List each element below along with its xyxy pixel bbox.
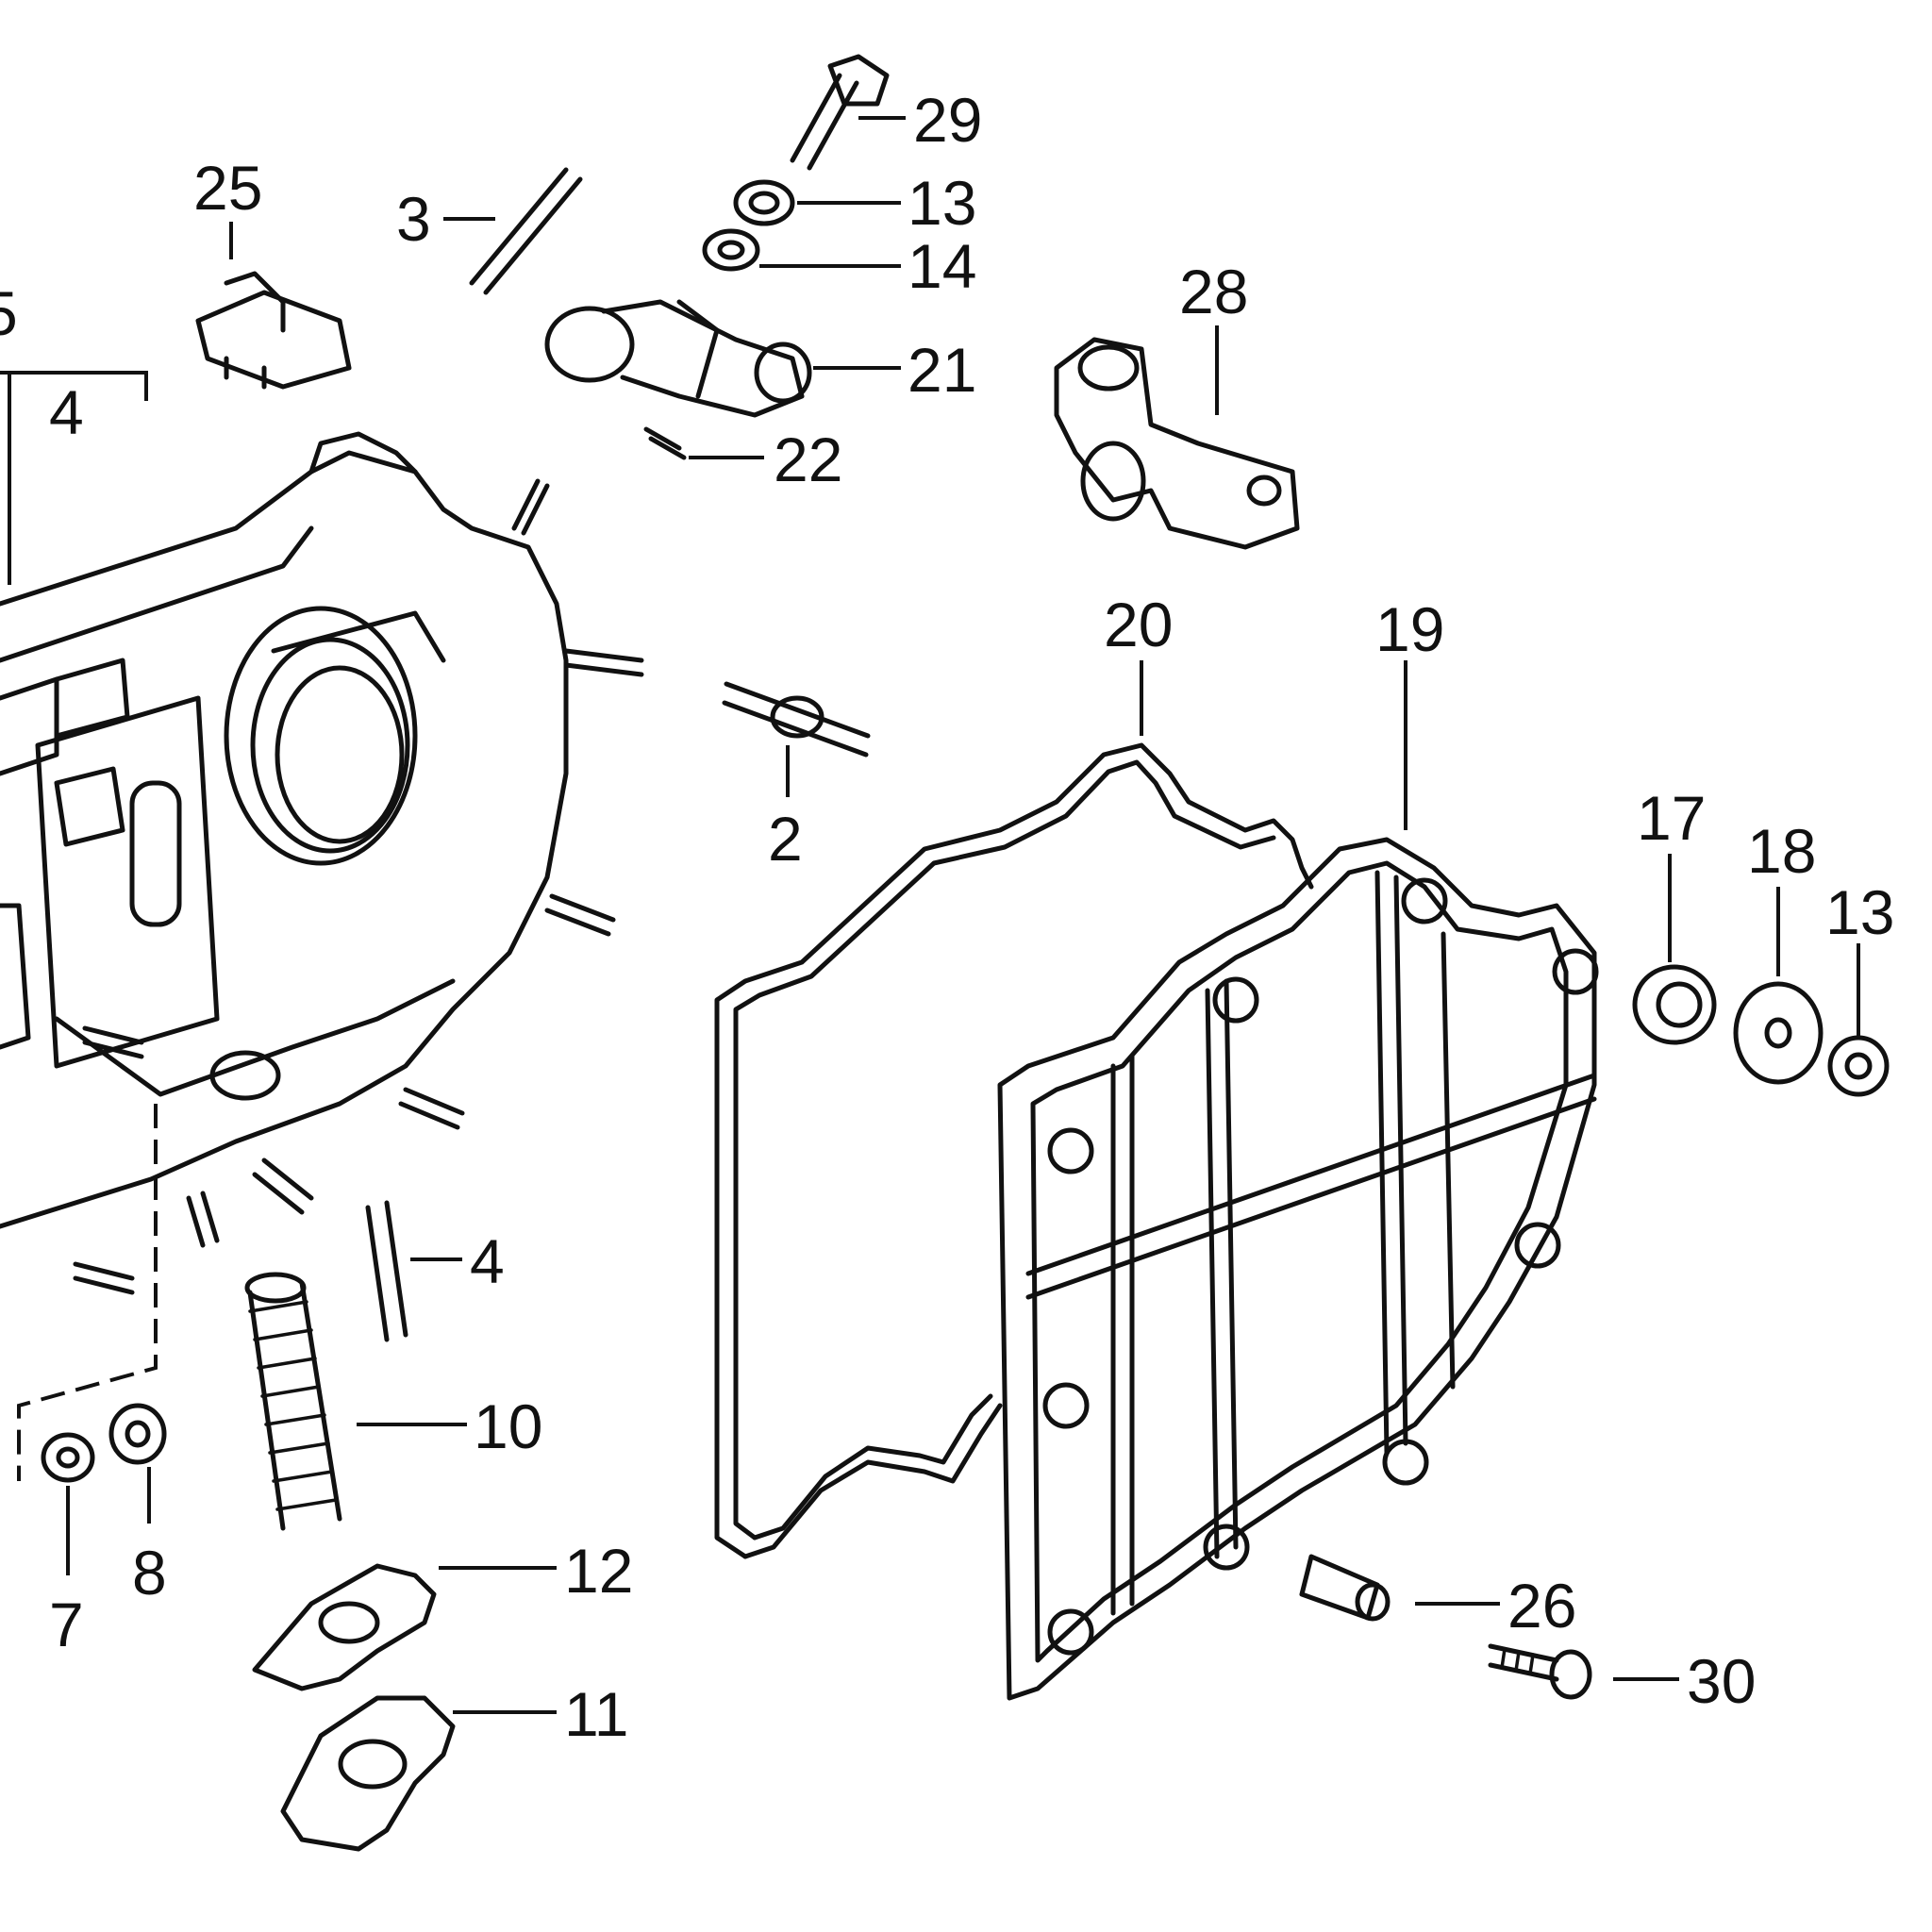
callout-30: 30: [1687, 1646, 1756, 1716]
part-20-gasket: [714, 742, 1314, 1559]
callout-20: 20: [1104, 590, 1173, 659]
callout-7: 7: [49, 1590, 84, 1659]
callout-11: 11: [564, 1679, 629, 1749]
part-28-bracket: [1054, 337, 1300, 550]
part-25-bracket: [195, 271, 352, 390]
callout-13-right: 13: [1825, 877, 1894, 947]
part-7-nut: [41, 1432, 95, 1483]
callout-2: 2: [768, 804, 803, 874]
callout-28: 28: [1179, 257, 1248, 326]
part-12-gasket: [252, 1563, 437, 1691]
callout-14: 14: [908, 231, 976, 301]
part-13-nut-top: [733, 179, 795, 226]
callout-13: 13: [908, 168, 976, 238]
part-29-bolt: [790, 54, 890, 171]
callout-26: 26: [1507, 1571, 1576, 1641]
callout-25: 25: [193, 153, 262, 223]
part-8-nut: [108, 1403, 167, 1465]
callout-5: 5: [0, 278, 18, 348]
callout-8: 8: [132, 1538, 167, 1607]
part-22-spring: [643, 426, 687, 460]
part-18-washer: [1733, 981, 1824, 1085]
leader-lines: [0, 116, 1860, 1714]
callout-4-upper: 4: [49, 377, 84, 447]
part-4-stud-lower: [365, 1200, 408, 1342]
callout-17: 17: [1637, 783, 1706, 853]
callout-labels: 29 13 14 21 22 25 3 5 4 28 20 19 2 17 18…: [0, 85, 1894, 1749]
part-11-flange: [280, 1695, 456, 1852]
callout-22: 22: [774, 425, 842, 494]
callout-3: 3: [396, 184, 431, 254]
part-26-sleeve: [1299, 1554, 1391, 1622]
part-17-seal: [1632, 964, 1717, 1045]
callout-29: 29: [913, 85, 982, 155]
part-14-washer: [702, 228, 760, 272]
callout-12: 12: [564, 1536, 633, 1606]
part-3-stud: [469, 167, 583, 295]
part-13-nut-right: [1827, 1035, 1890, 1097]
part-2-dowel: [722, 681, 871, 758]
part-30-bolt: [1488, 1643, 1592, 1700]
part-19-cover-plate: [997, 837, 1599, 1701]
callout-4-lower: 4: [470, 1226, 505, 1296]
engine-housing-drawing: [0, 431, 644, 1481]
callout-18: 18: [1747, 816, 1816, 886]
callout-21: 21: [908, 335, 976, 405]
callout-10: 10: [474, 1391, 542, 1461]
callout-19: 19: [1375, 594, 1444, 664]
part-21-fitting: [544, 299, 812, 418]
part-10-spring: [244, 1272, 342, 1531]
